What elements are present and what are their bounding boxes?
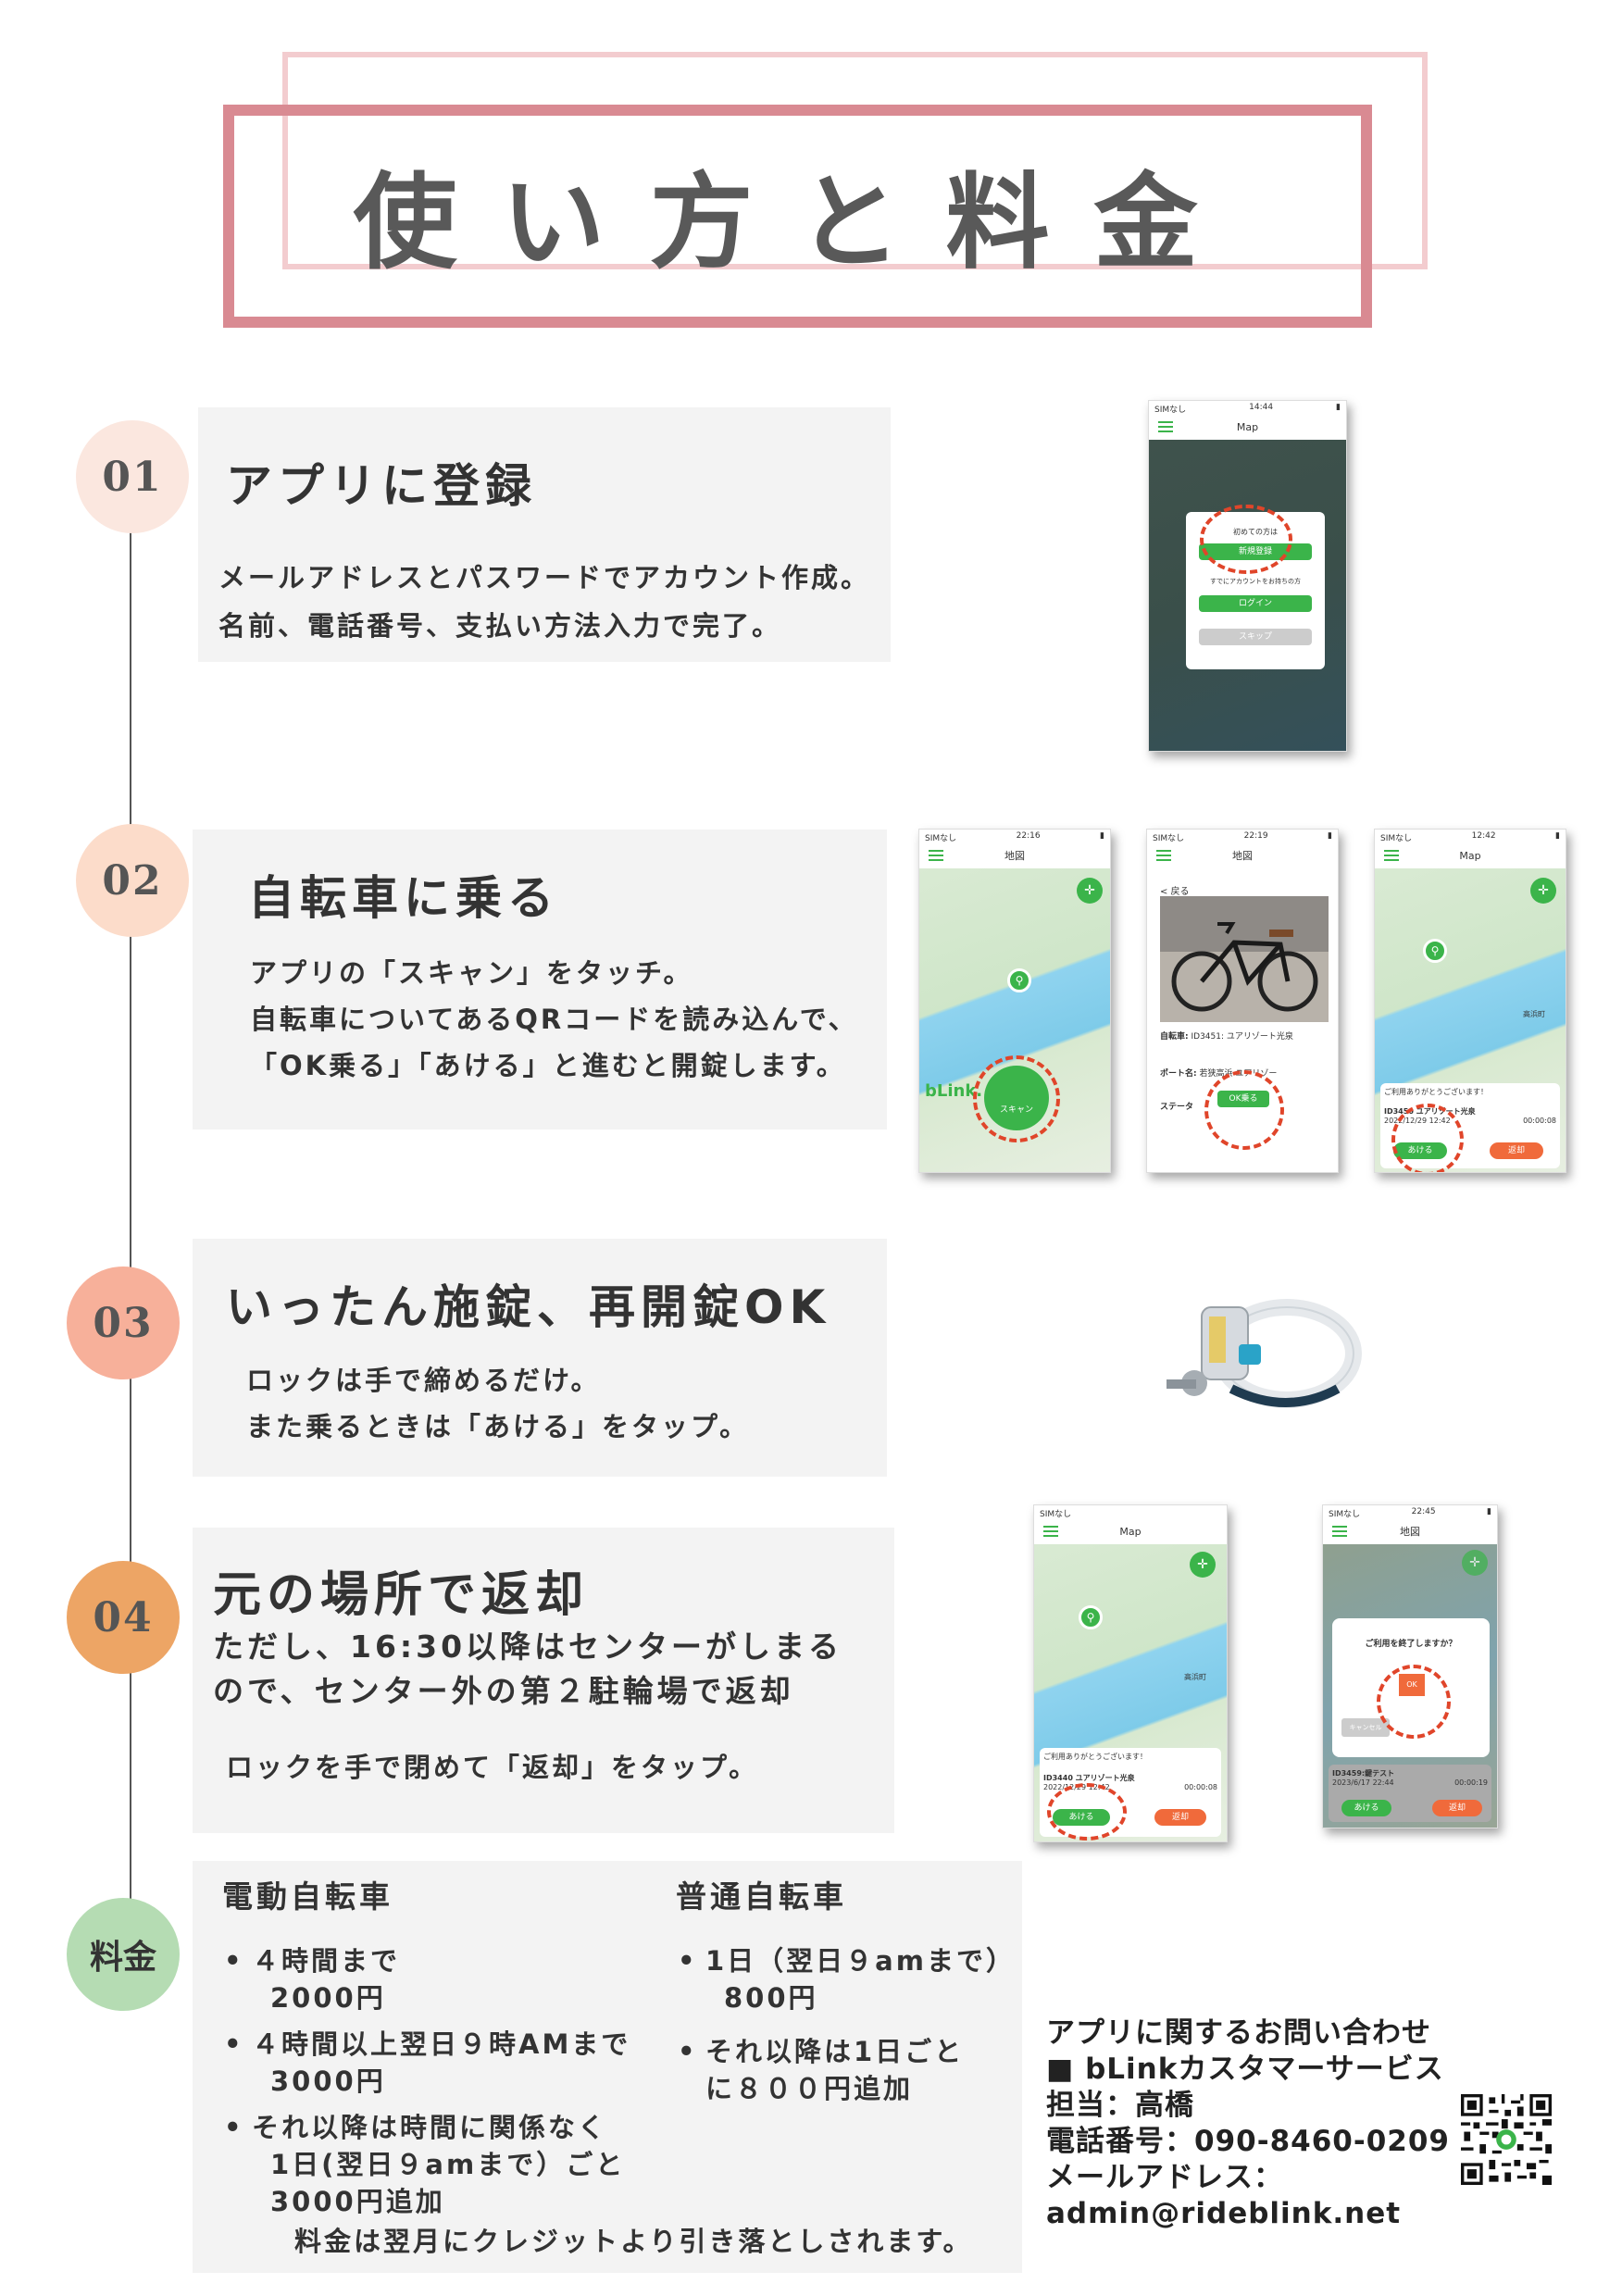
step-number-01: 01 bbox=[76, 420, 189, 533]
menu-icon[interactable] bbox=[1156, 850, 1171, 861]
fee-note: 料金は翌月にクレジットより引き落としされます。 bbox=[294, 2226, 973, 2257]
skip-button[interactable]: スキップ bbox=[1199, 629, 1312, 645]
step-body-line: 「OK乗る」「あける」と進むと開錠します。 bbox=[250, 1050, 846, 1081]
step-body-03: ロックは手で締めるだけ。 また乗るときは「あける」をタップ。 bbox=[246, 1357, 749, 1450]
contact-email[interactable]: admin@rideblink.net bbox=[1046, 2197, 1402, 2230]
step-body-line: ので、センター外の第２駐輪場で返却 bbox=[213, 1673, 794, 1709]
step-card-03 bbox=[193, 1239, 887, 1477]
timeline-line bbox=[130, 500, 131, 1907]
location-icon[interactable]: ✛ bbox=[1077, 878, 1103, 904]
qr-code-icon[interactable] bbox=[1461, 2094, 1552, 2185]
menu-icon[interactable] bbox=[929, 850, 943, 861]
page-title: 使い方と料金 bbox=[353, 163, 1242, 283]
return-button[interactable]: 返却 bbox=[1490, 1142, 1543, 1159]
step-card-04 bbox=[193, 1528, 894, 1833]
step-sub-04: ロックを手で閉めて「返却」をタップ。 bbox=[226, 1752, 759, 1783]
highlight-circle bbox=[1204, 1070, 1284, 1150]
bicycle-photo bbox=[1160, 896, 1329, 1022]
step-number-02: 02 bbox=[76, 824, 189, 937]
return-button[interactable]: 返却 bbox=[1154, 1809, 1206, 1826]
fee-electric-heading: 電動自転車 bbox=[222, 1878, 393, 1915]
bike-pin-icon[interactable]: ⚲ bbox=[1007, 968, 1031, 992]
step-number-04: 04 bbox=[67, 1561, 180, 1674]
bike-pin-icon[interactable]: ⚲ bbox=[1079, 1605, 1103, 1629]
return-button[interactable]: 返却 bbox=[1432, 1800, 1482, 1816]
highlight-circle bbox=[1377, 1665, 1451, 1739]
location-icon[interactable]: ✛ bbox=[1462, 1550, 1488, 1576]
step-heading-04: 元の場所で返却 bbox=[213, 1567, 590, 1623]
menu-icon[interactable] bbox=[1043, 1526, 1058, 1537]
highlight-circle bbox=[1200, 505, 1292, 574]
open-button[interactable]: あける bbox=[1341, 1800, 1391, 1816]
back-link[interactable]: < 戻る bbox=[1160, 887, 1190, 897]
contact-service: ■ bLinkカスタマーサービス bbox=[1046, 2053, 1444, 2086]
step-body-line: 自転車についてあるQRコードを読み込んで、 bbox=[250, 1004, 858, 1035]
phone-screenshot-return: SIMなし Map ✛ ⚲ 高浜町 ご利用ありがとうございます！ ID3440 … bbox=[1033, 1504, 1228, 1842]
step-body-04: ただし、16:30以降はセンターがしまる ので、センター外の第２駐輪場で返却 bbox=[213, 1625, 842, 1714]
contact-title: アプリに関するお問い合わせ bbox=[1046, 2016, 1431, 2050]
location-icon[interactable]: ✛ bbox=[1190, 1552, 1216, 1578]
fee-badge: 料金 bbox=[67, 1898, 180, 2011]
location-icon[interactable]: ✛ bbox=[1530, 878, 1556, 904]
list-item: 1日（翌日９amまで）800円 bbox=[676, 1942, 1018, 2016]
highlight-circle bbox=[1047, 1783, 1127, 1841]
step-body-02: アプリの「スキャン」をタッチ。 自転車についてあるQRコードを読み込んで、 「O… bbox=[250, 950, 858, 1089]
step-number-03: 03 bbox=[67, 1267, 180, 1379]
menu-icon[interactable] bbox=[1332, 1526, 1347, 1537]
step-body-line: 名前、電話番号、支払い方法入力で完了。 bbox=[218, 610, 782, 642]
login-button[interactable]: ログイン bbox=[1199, 595, 1312, 612]
menu-icon[interactable] bbox=[1384, 850, 1399, 861]
highlight-circle bbox=[1391, 1104, 1464, 1172]
contact-block: アプリに関するお問い合わせ ■ bLinkカスタマーサービス 担当：高橋 電話番… bbox=[1046, 2015, 1450, 2232]
bike-lock-photo bbox=[1167, 1299, 1362, 1408]
step-heading-02: 自転車に乗る bbox=[248, 871, 559, 925]
step-body-line: ロックは手で締めるだけ。 bbox=[246, 1365, 601, 1396]
step-body-line: アプリの「スキャン」をタッチ。 bbox=[250, 957, 693, 989]
step-heading-03: いったん施錠、再開錠OK bbox=[226, 1280, 831, 1334]
step-body-01: メールアドレスとパスワードでアカウント作成。 名前、電話番号、支払い方法入力で完… bbox=[218, 554, 870, 650]
step-body-line: メールアドレスとパスワードでアカウント作成。 bbox=[218, 562, 871, 593]
contact-person: 担当：高橋 bbox=[1046, 2089, 1194, 2122]
title-frame-back bbox=[282, 52, 1428, 269]
highlight-circle bbox=[973, 1055, 1060, 1142]
step-heading-01: アプリに登録 bbox=[226, 459, 537, 513]
menu-icon[interactable] bbox=[1158, 421, 1173, 432]
bike-pin-icon[interactable]: ⚲ bbox=[1423, 939, 1447, 963]
step-body-line: また乗るときは「あける」をタップ。 bbox=[246, 1411, 750, 1442]
cancel-button[interactable]: キャンセル bbox=[1341, 1718, 1390, 1737]
contact-phone[interactable]: 電話番号：090-8460-0209 bbox=[1046, 2125, 1450, 2158]
fee-normal-heading: 普通自転車 bbox=[676, 1878, 847, 1915]
step-card-01 bbox=[198, 407, 891, 662]
contact-email-label: メールアドレス： bbox=[1046, 2161, 1283, 2194]
step-card-02 bbox=[193, 830, 887, 1129]
title-frame bbox=[223, 105, 1372, 328]
step-body-line: ただし、16:30以降はセンターがしまる bbox=[213, 1628, 843, 1665]
